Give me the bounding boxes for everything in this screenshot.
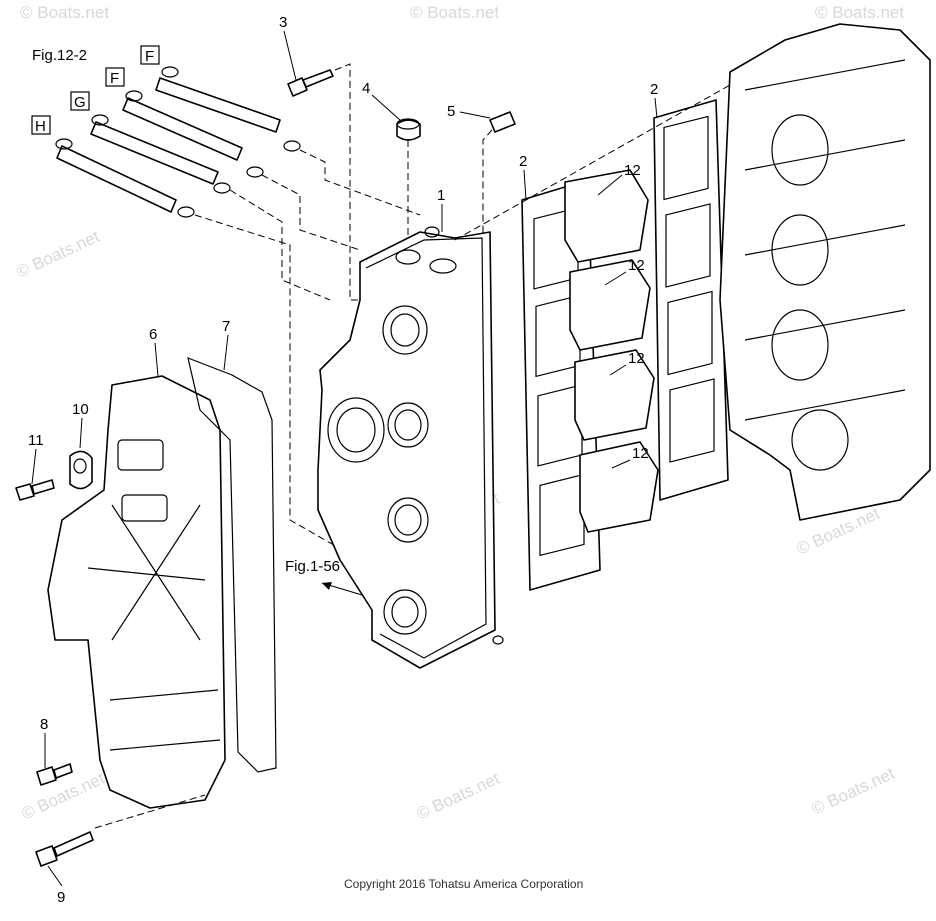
bolt-part-8 (36, 763, 73, 786)
watermark: © Boats.net (809, 764, 898, 819)
callout-5: 5 (447, 103, 455, 120)
figure-reference-top: Fig.12-2 (32, 47, 87, 64)
manifold-cover-part-6 (47, 375, 226, 829)
gasket-part-2-right (653, 99, 729, 501)
callout-12: 12 (632, 445, 649, 462)
callout-7: 7 (222, 318, 230, 335)
svg-text:H: H (35, 118, 46, 135)
bolt-part-9 (35, 831, 94, 867)
callout-12: 12 (628, 350, 645, 367)
intake-manifold-part-1 (317, 226, 504, 669)
callout-12: 12 (624, 162, 641, 179)
watermark: © Boats.net (20, 3, 109, 22)
watermark: © Boats.net (414, 769, 503, 824)
letter-box: F (105, 67, 125, 87)
grommet-part-10 (69, 450, 93, 490)
callout-11: 11 (28, 432, 44, 449)
bolt-part-11 (15, 479, 55, 501)
svg-text:G: G (74, 94, 86, 111)
callout-6: 6 (149, 326, 157, 343)
letter-box: F (140, 45, 160, 65)
plug-part-4 (396, 118, 421, 250)
watermark: © Boats.net (19, 769, 108, 824)
callout-3: 3 (279, 14, 287, 31)
letter-box: G (70, 91, 90, 111)
callout-4: 4 (362, 80, 370, 97)
copyright-text: Copyright 2016 Tohatsu America Corporati… (344, 877, 583, 891)
callout-8: 8 (40, 716, 48, 733)
callouts: 1 2 2 3 4 5 6 7 8 9 10 11 12 12 12 12 (28, 14, 658, 906)
reed-valve-part-12 (564, 169, 659, 533)
figure-reference-middle: Fig.1-56 (285, 558, 340, 575)
callout-1: 1 (437, 187, 445, 204)
callout-10: 10 (72, 401, 89, 418)
watermark: © Boats.net (815, 3, 904, 22)
callout-9: 9 (57, 889, 65, 906)
callout-12: 12 (628, 257, 645, 274)
callout-2: 2 (650, 81, 658, 98)
svg-text:F: F (145, 48, 154, 65)
bolt-part-3 (287, 63, 370, 301)
crankcase-block (454, 23, 931, 521)
hose-assembly (55, 66, 421, 561)
svg-text:F: F (110, 70, 119, 87)
cover-gasket-part-7 (187, 357, 277, 773)
fig-ref-arrowhead (322, 582, 332, 590)
callout-2: 2 (519, 153, 527, 170)
watermark: © Boats.net (14, 227, 103, 282)
watermark: © Boats.net (410, 3, 499, 22)
letter-box: H (31, 115, 51, 135)
